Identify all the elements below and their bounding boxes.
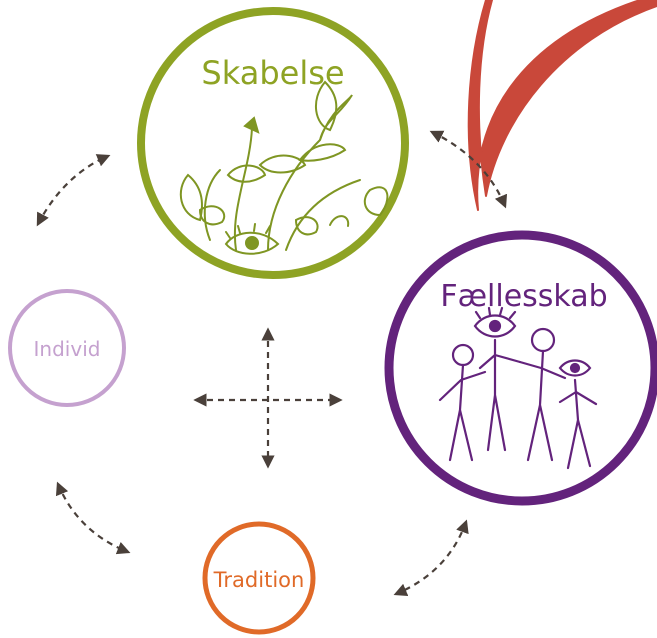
node-skabelse: Skabelse <box>137 7 409 279</box>
faellesskab-label: Fællesskab <box>440 279 607 314</box>
arrow-skabelse-faellesskab <box>429 130 508 209</box>
node-individ: Individ <box>8 289 126 407</box>
skabelse-label: Skabelse <box>201 54 344 92</box>
arrow-faellesskab-tradition <box>393 519 469 596</box>
tradition-label: Tradition <box>213 568 305 592</box>
individ-label: Individ <box>34 337 101 361</box>
arrow-tradition-individ <box>55 481 131 555</box>
skabelse-circle <box>137 7 409 279</box>
arrow-individ-skabelse <box>36 154 111 227</box>
node-faellesskab: Fællesskab <box>384 230 657 506</box>
red-accent-swoosh <box>467 0 657 211</box>
node-tradition: Tradition <box>202 521 316 635</box>
faellesskab-circle <box>384 230 657 506</box>
sprouting-plants-icon <box>179 80 389 255</box>
stick-figures-icon <box>438 306 598 470</box>
tradition-circle <box>202 521 316 635</box>
individ-circle <box>8 289 126 407</box>
